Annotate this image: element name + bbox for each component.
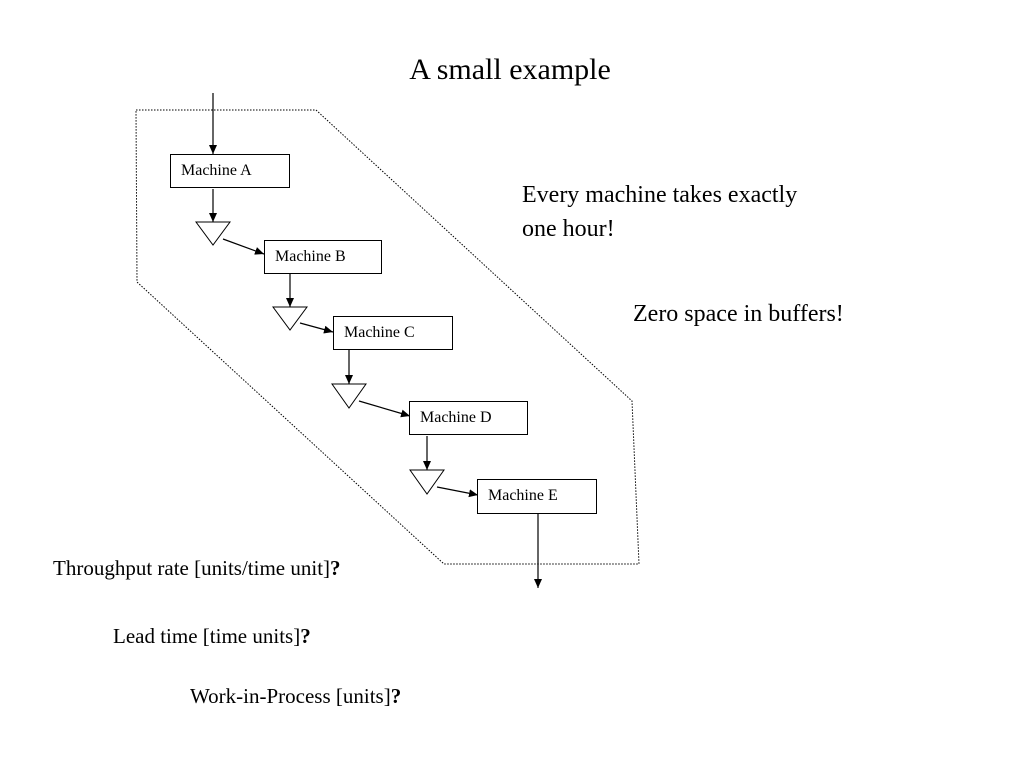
question-throughput: Throughput rate [units/time unit]?	[53, 554, 341, 582]
arrow-buffer-to-e	[436, 486, 479, 498]
timing-note-line: one hour!	[522, 216, 615, 242]
arrow-buffer-to-d	[358, 400, 411, 418]
machine-c-box: Machine C	[333, 316, 453, 350]
timing-note: Every machine takes exactly one hour!	[522, 178, 902, 246]
buffer-triangle	[409, 469, 445, 495]
machine-label: Machine E	[488, 487, 558, 504]
buffer-note: Zero space in buffers!	[633, 301, 844, 327]
machine-label: Machine C	[344, 324, 415, 341]
machine-e-box: Machine E	[477, 479, 597, 514]
question-wip: Work-in-Process [units]?	[190, 682, 401, 710]
machine-b-box: Machine B	[264, 240, 382, 274]
buffer-triangle	[331, 383, 367, 409]
question-lead-time: Lead time [time units]?	[113, 622, 311, 650]
machine-label: Machine B	[275, 248, 346, 265]
question-text: Work-in-Process [units]	[190, 684, 391, 708]
slide-title: A small example	[409, 53, 611, 86]
machine-label: Machine D	[420, 409, 492, 426]
machine-d-box: Machine D	[409, 401, 528, 435]
question-mark: ?	[300, 624, 311, 648]
machine-a-box: Machine A	[170, 154, 290, 188]
buffer-triangle	[272, 306, 308, 331]
system-boundary	[135, 109, 640, 565]
question-mark: ?	[390, 684, 402, 708]
question-text: Lead time [time units]	[113, 624, 301, 648]
machine-label: Machine A	[181, 162, 252, 179]
question-mark: ?	[330, 556, 341, 580]
arrow-buffer-to-c	[299, 322, 334, 334]
arrow-buffer-to-b	[222, 238, 265, 255]
timing-note-line: Every machine takes exactly	[522, 182, 798, 208]
buffer-triangle	[195, 221, 231, 246]
question-text: Throughput rate [units/time unit]	[53, 556, 331, 580]
